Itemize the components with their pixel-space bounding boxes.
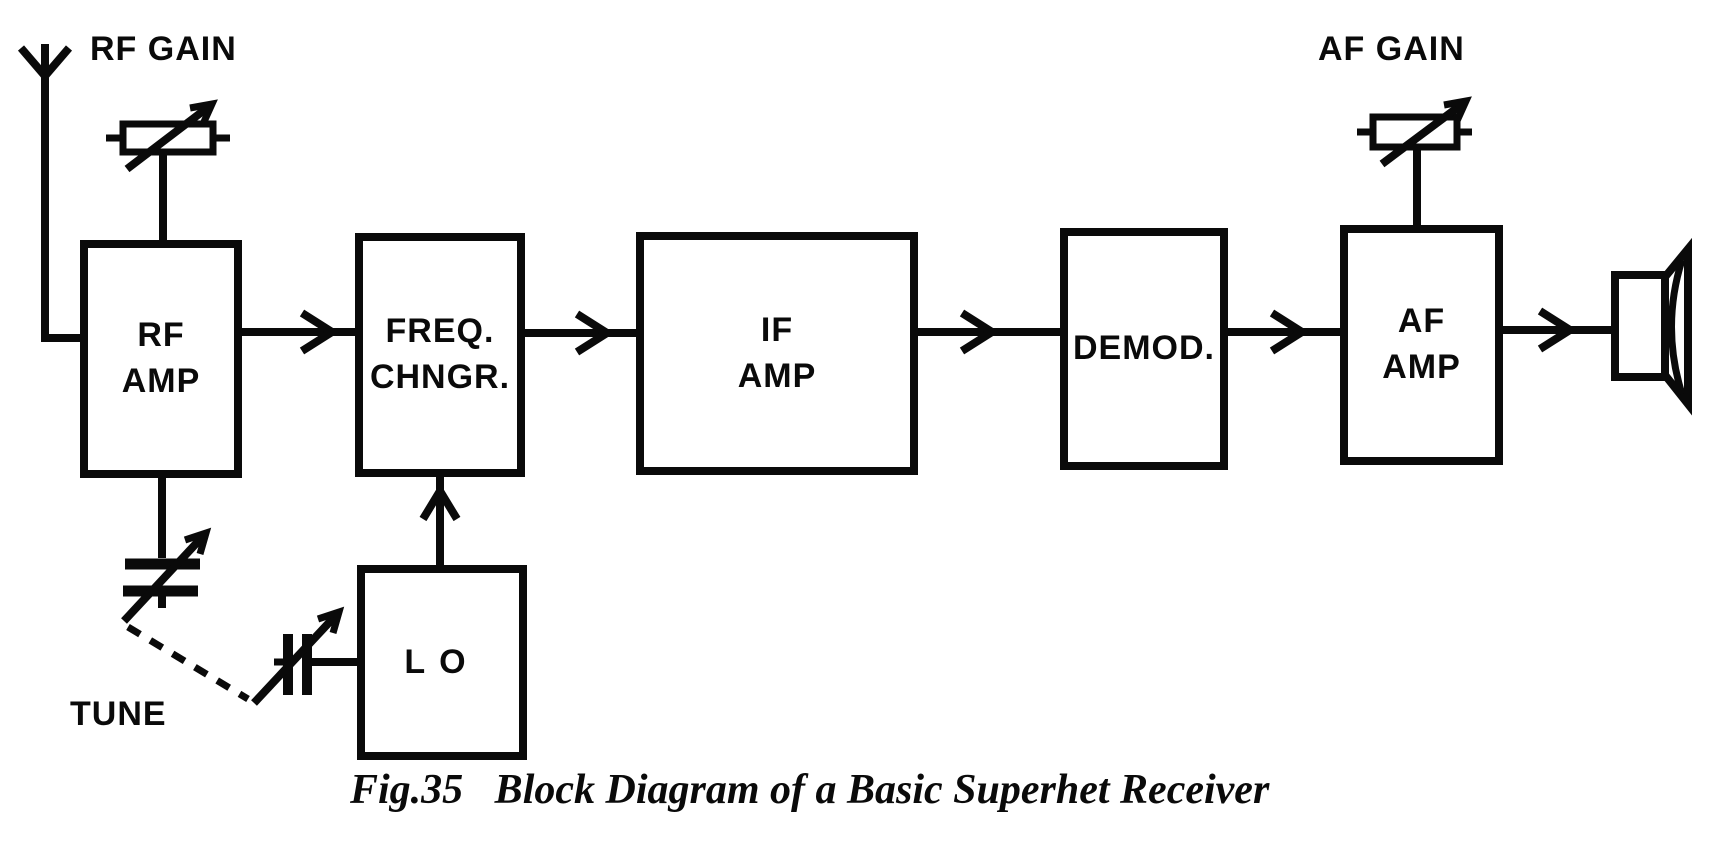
tune-gang-link-dashed-line	[126, 623, 250, 703]
arrow-demod-to-afamp	[1228, 309, 1340, 355]
arrow-lo-to-freqchngr	[419, 477, 461, 565]
demodulator-block: DEMOD.	[1060, 228, 1228, 470]
figure-caption: Fig.35 Block Diagram of a Basic Superhet…	[350, 767, 1270, 813]
if-amp-label: IF AMP	[737, 310, 817, 395]
arrow-rfamp-to-freqchngr	[242, 309, 355, 355]
freq-changer-label: FREQ. CHNGR.	[369, 312, 511, 396]
rf-gain-potentiometer-icon	[106, 99, 230, 240]
lo-tuning-capacitor-icon	[251, 606, 357, 706]
af-amp-label: AF AMP	[1382, 302, 1461, 386]
if-amp-block: IF AMP	[636, 232, 918, 475]
arrow-afamp-to-speaker	[1503, 307, 1615, 353]
af-gain-potentiometer-icon	[1357, 96, 1472, 225]
af-amp-block: AF AMP	[1340, 225, 1503, 465]
rf-tuning-capacitor-icon	[121, 478, 212, 624]
freq-changer-block: FREQ. CHNGR.	[355, 233, 525, 477]
arrow-ifamp-to-demod	[918, 309, 1060, 355]
rf-amp-block: RF AMP	[80, 240, 242, 478]
arrow-freqchngr-to-ifamp	[525, 310, 636, 356]
rf-amp-label: RF AMP	[121, 316, 201, 400]
speaker-icon	[1611, 237, 1692, 416]
local-oscillator-block: LO	[357, 565, 527, 760]
rf-gain-label: RF GAIN	[90, 30, 237, 68]
local-oscillator-label: LO	[404, 642, 480, 681]
demodulator-label: DEMOD.	[1073, 329, 1215, 368]
af-gain-label: AF GAIN	[1318, 30, 1465, 68]
antenna-icon	[17, 44, 80, 342]
tune-label: TUNE	[70, 695, 167, 733]
